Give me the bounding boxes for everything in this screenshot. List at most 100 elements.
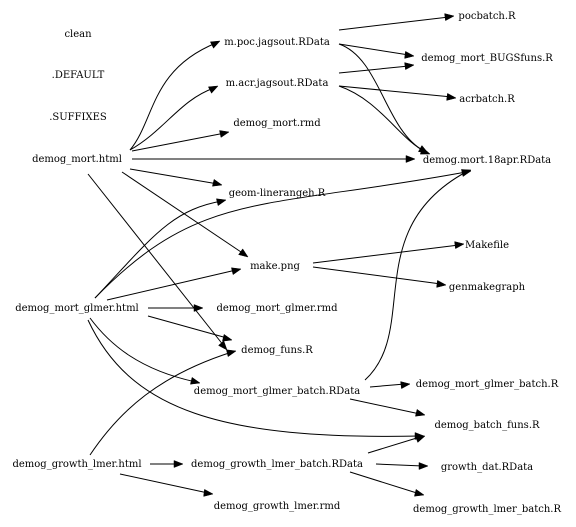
edge-demog-mort-html-to-make-png bbox=[121, 171, 249, 258]
node-pocbatch[interactable]: pocbatch.R bbox=[458, 11, 516, 22]
arrowhead-icon bbox=[400, 381, 411, 389]
node-demog-growth-lmer-rmd[interactable]: demog_growth_lmer.rmd bbox=[214, 501, 341, 512]
arrowhead-icon bbox=[216, 198, 227, 207]
edge-line bbox=[129, 168, 219, 185]
edge-line bbox=[129, 42, 217, 151]
edge-line bbox=[369, 383, 406, 388]
node-geom-linerangeh[interactable]: geom-linerangeh.R bbox=[229, 188, 326, 199]
arrowhead-icon bbox=[405, 155, 416, 163]
node-make-png[interactable]: make.png bbox=[250, 261, 300, 272]
node-demog-batch-funs[interactable]: demog_batch_funs.R bbox=[434, 420, 540, 431]
edge-m-acr-to-acrbatch bbox=[338, 85, 457, 101]
node-demog-funs[interactable]: demog_funs.R bbox=[241, 345, 313, 356]
edge-line bbox=[338, 85, 427, 153]
arrowhead-icon bbox=[454, 241, 465, 249]
edge-demog-growth-lmer-batch-rdata-to-demog-growth-lmer-batch-r bbox=[349, 471, 425, 497]
edge-m-acr-to-demog-mort-bugsfuns bbox=[338, 62, 415, 74]
node-layer: clean .DEFAULT .SUFFIXES demog_mort.html… bbox=[12, 11, 561, 515]
node-demog-mort-bugsfuns[interactable]: demog_mort_BUGSfuns.R bbox=[421, 53, 553, 64]
edge-demog-mort-glmer-html-to-demog-funs bbox=[147, 315, 233, 342]
edge-line bbox=[375, 463, 424, 467]
edge-m-poc-to-demog-mort-bugsfuns bbox=[338, 43, 415, 59]
node-default[interactable]: .DEFAULT bbox=[52, 70, 105, 81]
arrowhead-icon bbox=[218, 340, 228, 351]
edge-demog-mort-glmer-html-to-make-png bbox=[106, 267, 242, 301]
edge-line bbox=[312, 244, 460, 264]
edge-line bbox=[367, 436, 421, 454]
edge-demog-mort-glmer-html-to-demog-batch-funs bbox=[87, 319, 425, 440]
edge-line bbox=[349, 471, 421, 495]
edge-line bbox=[94, 200, 223, 299]
edge-line bbox=[338, 43, 425, 152]
node-acrbatch[interactable]: acrbatch.R bbox=[459, 94, 515, 105]
arrowhead-icon bbox=[212, 178, 223, 187]
arrowhead-icon bbox=[436, 280, 447, 288]
node-demog-mort-glmer-batch-rdata[interactable]: demog_mort_glmer_batch.RData bbox=[194, 386, 360, 397]
edge-m-acr-to-demog-mort-18apr bbox=[338, 85, 431, 155]
edge-demog-growth-lmer-batch-rdata-to-growth-dat bbox=[375, 462, 429, 470]
edge-line bbox=[131, 132, 226, 152]
node-demog-mort-glmer-html[interactable]: demog_mort_glmer.html bbox=[15, 303, 139, 314]
edge-line bbox=[147, 315, 228, 339]
node-demog-mort-18apr[interactable]: demog.mort.18apr.RData bbox=[423, 155, 551, 166]
arrowhead-icon bbox=[404, 62, 415, 70]
arrowhead-icon bbox=[461, 169, 472, 177]
node-demog-mort-glmer-rmd[interactable]: demog_mort_glmer.rmd bbox=[216, 303, 338, 314]
arrowhead-icon bbox=[418, 462, 429, 470]
edge-demog-mort-html-to-demog-funs bbox=[87, 173, 228, 351]
edge-line bbox=[338, 16, 450, 31]
edge-line bbox=[129, 87, 215, 151]
arrowhead-icon bbox=[222, 333, 233, 342]
arrowhead-icon bbox=[208, 85, 219, 94]
arrowhead-icon bbox=[210, 40, 221, 49]
edge-line bbox=[121, 171, 245, 255]
arrowhead-icon bbox=[419, 147, 431, 155]
node-demog-mort-rmd[interactable]: demog_mort.rmd bbox=[233, 118, 321, 129]
edge-make-png-to-makefile bbox=[312, 241, 465, 264]
node-suffixes[interactable]: .SUFFIXES bbox=[49, 112, 107, 123]
edge-demog-mort-glmer-batch-rdata-to-demog-batch-funs bbox=[349, 398, 426, 417]
arrowhead-icon bbox=[219, 130, 230, 138]
node-demog-mort-glmer-batch-r[interactable]: demog_mort_glmer_batch.R bbox=[416, 379, 559, 390]
arrowhead-icon bbox=[414, 488, 425, 497]
edge-line bbox=[87, 173, 225, 347]
edge-line bbox=[119, 473, 209, 494]
edge-line bbox=[338, 43, 410, 56]
edge-line bbox=[89, 317, 197, 383]
arrowhead-icon bbox=[446, 93, 457, 101]
edge-line bbox=[106, 269, 237, 301]
node-clean[interactable]: clean bbox=[64, 29, 92, 40]
node-demog-growth-lmer-batch-r[interactable]: demog_growth_lmer_batch.R bbox=[413, 504, 561, 515]
node-demog-mort-html[interactable]: demog_mort.html bbox=[32, 154, 122, 165]
edge-line bbox=[312, 266, 442, 285]
edge-demog-mort-html-to-demog-mort-rmd bbox=[131, 130, 230, 152]
edge-layer bbox=[87, 13, 472, 497]
edge-demog-mort-glmer-html-to-demog-mort-glmer-rmd bbox=[148, 304, 204, 312]
edge-demog-mort-glmer-html-to-geom-linerangeh bbox=[94, 198, 227, 299]
node-makefile[interactable]: Makefile bbox=[465, 240, 509, 251]
edge-demog-mort-html-to-m-acr bbox=[129, 85, 219, 151]
arrowhead-icon bbox=[203, 489, 214, 497]
arrowhead-icon bbox=[238, 248, 249, 258]
node-genmakegraph[interactable]: genmakegraph bbox=[449, 282, 526, 293]
node-growth-dat[interactable]: growth_dat.RData bbox=[441, 462, 533, 473]
edge-demog-mort-glmer-batch-rdata-to-demog-mort-glmer-batch-r bbox=[369, 381, 411, 389]
edge-demog-mort-html-to-m-poc bbox=[129, 40, 221, 151]
edge-line bbox=[338, 85, 453, 98]
arrowhead-icon bbox=[226, 349, 237, 358]
arrowhead-icon bbox=[193, 304, 204, 312]
edge-demog-mort-html-to-geom-linerangeh bbox=[129, 168, 223, 187]
node-demog-growth-lmer-batch-rdata[interactable]: demog_growth_lmer_batch.RData bbox=[191, 459, 363, 470]
arrowhead-icon bbox=[231, 267, 242, 276]
node-m-acr-jagsout[interactable]: m.acr.jagsout.RData bbox=[226, 78, 329, 89]
edge-line bbox=[364, 171, 467, 381]
edge-demog-mort-glmer-batch-rdata-to-demog-mort-18apr bbox=[364, 169, 472, 381]
edge-demog-growth-lmer-batch-rdata-to-demog-batch-funs bbox=[367, 435, 426, 454]
edge-m-poc-to-pocbatch bbox=[338, 13, 455, 31]
arrowhead-icon bbox=[404, 51, 415, 59]
arrowhead-icon bbox=[444, 13, 455, 21]
edge-demog-growth-lmer-html-to-demog-growth-lmer-batch-rdata bbox=[150, 460, 184, 468]
node-m-poc-jagsout[interactable]: m.poc.jagsout.RData bbox=[224, 37, 330, 48]
edge-line bbox=[89, 351, 233, 456]
node-demog-growth-lmer-html[interactable]: demog_growth_lmer.html bbox=[12, 459, 141, 470]
